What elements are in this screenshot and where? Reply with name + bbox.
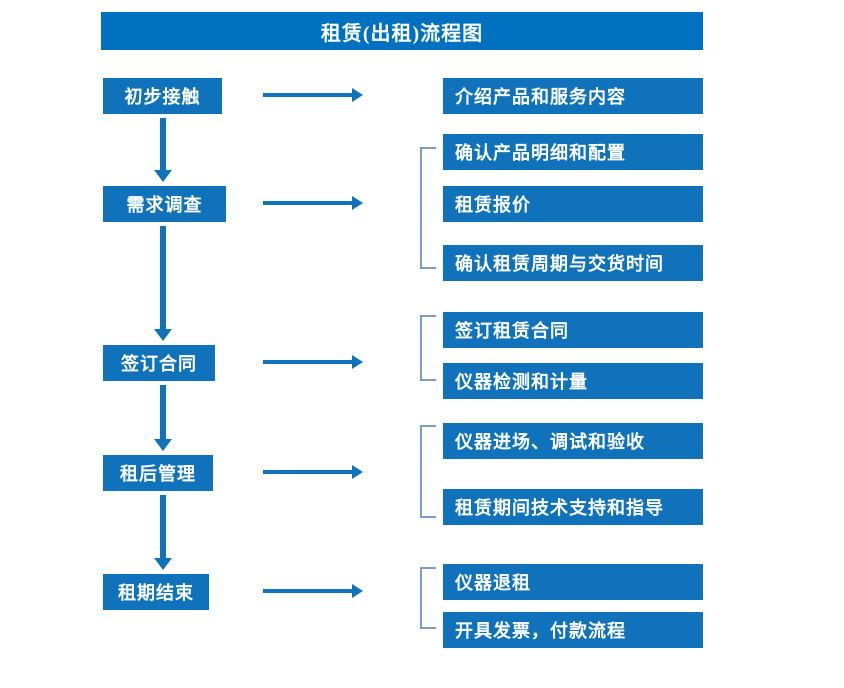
detail-box-6[interactable]: 仪器检测和计量 xyxy=(443,363,703,399)
stage-box-3[interactable]: 签订合同 xyxy=(103,345,215,381)
group-bracket-5 xyxy=(420,567,436,629)
stage-box-5[interactable]: 租期结束 xyxy=(103,574,209,610)
stage-box-4[interactable]: 租后管理 xyxy=(103,455,213,491)
detail-box-9[interactable]: 仪器退租 xyxy=(443,564,703,600)
detail-box-4[interactable]: 确认租赁周期与交货时间 xyxy=(443,245,703,281)
right-arrow-5 xyxy=(263,584,363,598)
detail-box-5[interactable]: 签订租赁合同 xyxy=(443,312,703,348)
right-arrow-1 xyxy=(263,88,363,102)
detail-box-3[interactable]: 租赁报价 xyxy=(443,186,703,222)
stage-box-2[interactable]: 需求调查 xyxy=(103,186,226,222)
group-bracket-3 xyxy=(420,315,436,381)
right-arrow-2 xyxy=(263,196,363,210)
right-arrow-3 xyxy=(263,355,363,369)
right-arrow-4 xyxy=(263,465,363,479)
down-arrow-4 xyxy=(154,495,172,570)
down-arrow-3 xyxy=(154,385,172,451)
down-arrow-1 xyxy=(154,118,172,182)
detail-box-10[interactable]: 开具发票，付款流程 xyxy=(443,612,703,648)
group-bracket-4 xyxy=(420,425,436,518)
group-bracket-2 xyxy=(420,147,436,269)
detail-box-7[interactable]: 仪器进场、调试和验收 xyxy=(443,423,703,459)
detail-box-8[interactable]: 租赁期间技术支持和指导 xyxy=(443,489,703,525)
detail-box-1[interactable]: 介绍产品和服务内容 xyxy=(443,78,703,114)
detail-box-2[interactable]: 确认产品明细和配置 xyxy=(443,134,703,170)
page-title: 租赁(出租)流程图 xyxy=(101,12,703,50)
down-arrow-2 xyxy=(154,226,172,341)
stage-box-1[interactable]: 初步接触 xyxy=(103,78,222,114)
